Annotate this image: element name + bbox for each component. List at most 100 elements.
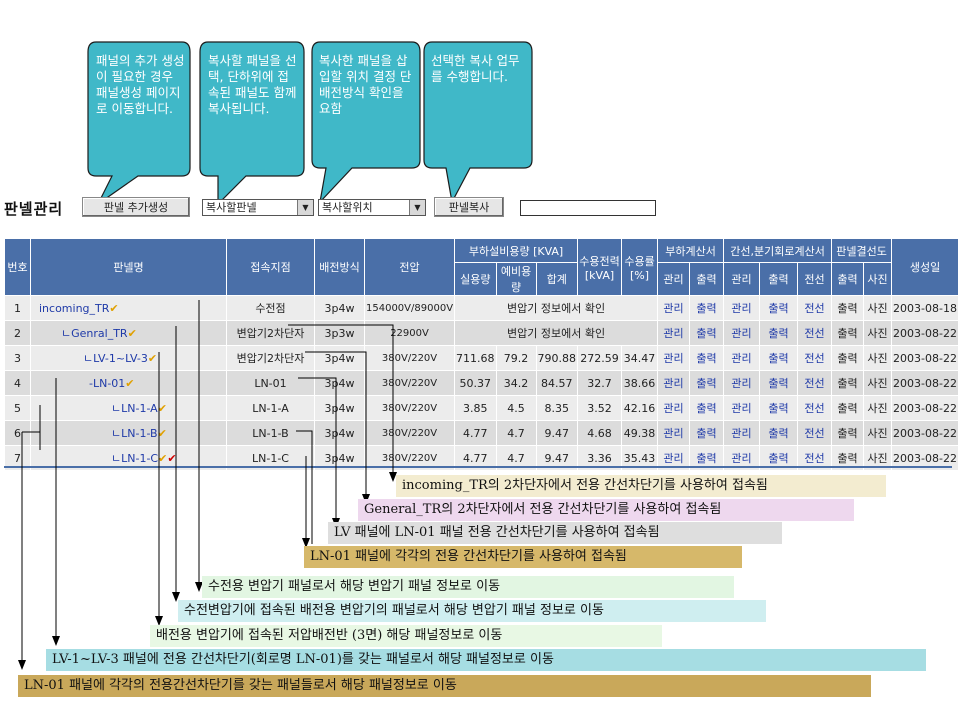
panel-name-link[interactable]: ㄴLV-1~LV-3✔ <box>30 345 227 371</box>
feeder-line-link[interactable]: 전선 <box>797 395 833 421</box>
note-ln-branch-panels: LN-01 패널에 각각의 전용간선차단기를 갖는 패널들로서 해당 패널정보로… <box>18 675 871 697</box>
panel-name-link[interactable]: ㄴLN-1-A✔ <box>30 395 227 421</box>
col-header-load-used: 실용량 <box>454 262 497 296</box>
load-total: 9.47 <box>535 420 579 446</box>
panel-name[interactable]: ㄴLN-1-B <box>111 427 158 440</box>
load-print-link[interactable]: 출력 <box>689 370 725 396</box>
created-date: 2003-08-22 <box>891 395 959 421</box>
panel-name[interactable]: ㄴGenral_TR <box>61 327 128 340</box>
wiring-print: 출력 <box>831 320 865 346</box>
feeder-line-link[interactable]: 전선 <box>797 420 833 446</box>
row-no: 5 <box>4 395 31 421</box>
panel-name[interactable]: ㄴLN-1-A <box>111 402 158 415</box>
panel-name[interactable]: ㄴLN-1-C <box>111 452 159 465</box>
feeder-line-link[interactable]: 전선 <box>797 320 833 346</box>
callout-target-text: 복사한 패널을 삽입할 위치 결정 단 배전방식 확인을 요함 <box>319 53 412 116</box>
note-general-tr: General_TR의 2차단자에서 전용 간선차단기를 사용하여 접속됨 <box>358 499 854 521</box>
wiring-photo: 사진 <box>863 295 893 321</box>
load-spare: 4.7 <box>495 420 537 446</box>
panel-name-link[interactable]: ㄴLN-1-B✔ <box>30 420 227 446</box>
check-icon: ✔ <box>157 427 167 440</box>
check-icon: ✔ <box>125 376 135 390</box>
chevron-down-icon: ▼ <box>409 200 425 215</box>
feeder-print-link[interactable]: 출력 <box>759 345 799 371</box>
add-panel-button[interactable]: 판넬 추가생성 <box>82 197 190 217</box>
panel-name[interactable]: incoming_TR <box>39 301 110 315</box>
feeder-manage-link[interactable]: 관리 <box>723 370 761 396</box>
col-header-load-total: 합계 <box>535 262 579 296</box>
callout-source-text: 복사할 패널을 선택, 단하위에 접속된 패널도 함께 복사됩니다. <box>208 53 297 116</box>
load-spare: 79.2 <box>495 345 537 371</box>
col-header-load-spare: 예비용량 <box>495 262 537 296</box>
load-total: 8.35 <box>535 395 579 421</box>
feeder-manage-link[interactable]: 관리 <box>723 345 761 371</box>
load-print-link[interactable]: 출력 <box>689 295 725 321</box>
demand-rate: 49.38 <box>621 420 659 446</box>
target-position-select[interactable]: 복사할위치 ▼ <box>318 199 426 216</box>
panel-name[interactable]: -LN-01 <box>89 376 126 390</box>
note-ln01-link: LV-1~LV-3 패널에 전용 간선차단기(회로명 LN-01)를 갖는 패널… <box>46 649 926 671</box>
connection-point: LN-1-B <box>226 420 315 446</box>
load-spare: 4.5 <box>495 395 537 421</box>
callout-bubble-source <box>199 41 305 206</box>
load-manage-link[interactable]: 관리 <box>657 420 691 446</box>
load-used: 3.85 <box>454 395 497 421</box>
selected-check-icon: ✔ <box>167 452 177 465</box>
check-icon: ✔ <box>147 352 158 365</box>
feeder-print-link[interactable]: 출력 <box>759 320 799 346</box>
voltage: 380V/220V <box>363 370 456 396</box>
status-field[interactable] <box>520 200 656 216</box>
load-manage-link[interactable]: 관리 <box>657 370 691 396</box>
wiring-print: 출력 <box>831 420 865 446</box>
col-header-feeder-line: 전선 <box>797 262 833 296</box>
feeder-print-link[interactable]: 출력 <box>759 370 799 396</box>
check-icon: ✔ <box>158 452 168 465</box>
feeder-manage-link[interactable]: 관리 <box>723 395 761 421</box>
note-ln01-panel: LN-01 패널에 각각의 전용 간선차단기를 사용하여 접속됨 <box>304 546 742 568</box>
feeder-manage-link[interactable]: 관리 <box>723 420 761 446</box>
table-bottom-rule <box>4 466 952 468</box>
load-print-link[interactable]: 출력 <box>689 420 725 446</box>
chevron-down-icon: ▼ <box>297 200 313 215</box>
connection-point: 수전점 <box>226 295 315 321</box>
load-spare: 변압기 정보에서 확인 <box>454 320 659 346</box>
load-spare: 34.2 <box>495 370 537 396</box>
wiring-print: 출력 <box>831 295 865 321</box>
col-header-created: 생성일 <box>891 238 959 296</box>
feeder-manage-link[interactable]: 관리 <box>723 295 761 321</box>
distribution-type: 3p4w <box>314 395 365 421</box>
panel-name[interactable]: ㄴLV-1~LV-3 <box>83 352 148 365</box>
panel-name-link[interactable]: -LN-01✔ <box>30 370 227 396</box>
source-panel-select[interactable]: 복사할판넬 ▼ <box>202 199 314 216</box>
panel-name-link[interactable]: incoming_TR✔ <box>30 295 227 321</box>
callout-add-text: 패널의 추가 생성이 필요한 경우 패널생성 페이지로 이동합니다. <box>96 53 185 116</box>
col-header-feeder-manage: 관리 <box>723 262 761 296</box>
wiring-photo: 사진 <box>863 320 893 346</box>
col-header-demand-rate: 수용률 [%] <box>621 238 659 296</box>
note-lv-switchboard: 배전용 변압기에 접속된 저압배전반 (3면) 해당 패널정보로 이동 <box>150 625 662 647</box>
col-header-no: 번호 <box>4 238 31 296</box>
voltage: 154000V/89000V <box>363 295 456 321</box>
load-total: 84.57 <box>535 370 579 396</box>
wiring-print: 출력 <box>831 345 865 371</box>
load-manage-link[interactable]: 관리 <box>657 395 691 421</box>
col-header-load-manage: 관리 <box>657 262 691 296</box>
wiring-print: 출력 <box>831 370 865 396</box>
note-lv-panel: LV 패널에 LN-01 패널 전용 간선차단기를 사용하여 접속됨 <box>328 522 782 544</box>
col-header-distribution: 배전방식 <box>314 238 365 296</box>
voltage: 380V/220V <box>363 345 456 371</box>
copy-panel-button[interactable]: 판넬복사 <box>434 197 504 217</box>
demand-power: 4.68 <box>577 420 623 446</box>
col-header-feeder-print: 출력 <box>759 262 799 296</box>
callout-bubble-copy <box>423 41 533 204</box>
connection-point: LN-01 <box>226 370 315 396</box>
demand-power: 3.52 <box>577 395 623 421</box>
col-header-feeder-calc: 간선,분기회로계산서 <box>723 238 833 263</box>
col-header-wiring-photo: 사진 <box>863 262 893 296</box>
feeder-print-link[interactable]: 출력 <box>759 420 799 446</box>
